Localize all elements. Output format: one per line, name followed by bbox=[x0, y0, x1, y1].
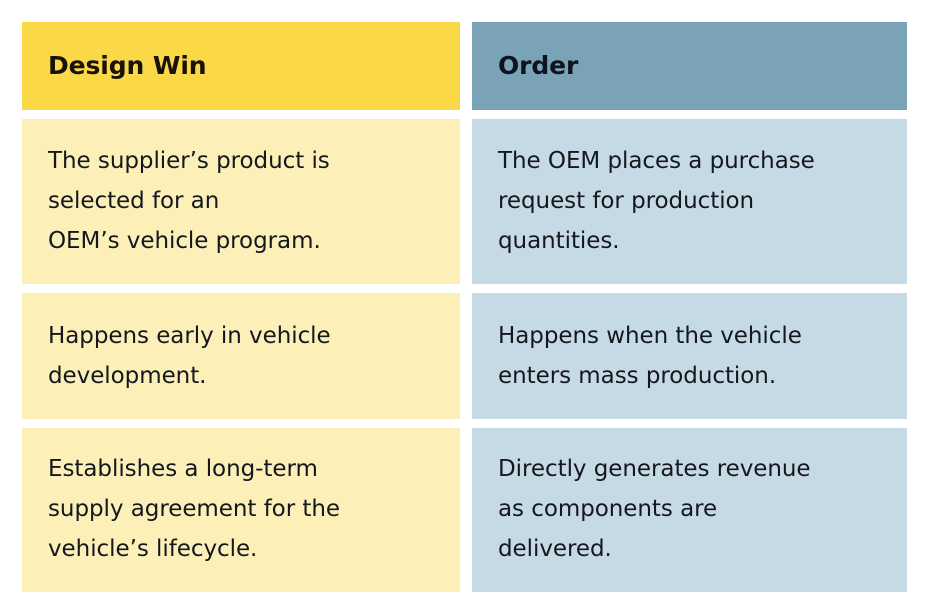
column-header-design-win-label: Design Win bbox=[48, 50, 207, 80]
column-header-design-win: Design Win bbox=[22, 22, 460, 110]
comparison-table: Design Win Order The supplier’s product … bbox=[22, 22, 907, 592]
table-cell-order-row-2: Happens when the vehicle enters mass pro… bbox=[472, 293, 907, 419]
table-cell-text: Directly generates revenue as components… bbox=[498, 456, 811, 562]
table-cell-design-win-row-2: Happens early in vehicle development. bbox=[22, 293, 460, 419]
column-header-order: Order bbox=[472, 22, 907, 110]
table-cell-design-win-row-3: Establishes a long-term supply agreement… bbox=[22, 428, 460, 592]
table-cell-text: Happens early in vehicle development. bbox=[48, 322, 331, 389]
table-cell-text: Happens when the vehicle enters mass pro… bbox=[498, 322, 802, 389]
table-cell-order-row-3: Directly generates revenue as components… bbox=[472, 428, 907, 592]
table-cell-text: The OEM places a purchase request for pr… bbox=[498, 147, 815, 254]
column-header-order-label: Order bbox=[498, 50, 579, 80]
table-grid: Design Win Order The supplier’s product … bbox=[22, 22, 907, 592]
table-cell-text: The supplier’s product is selected for a… bbox=[48, 147, 330, 254]
table-cell-design-win-row-1: The supplier’s product is selected for a… bbox=[22, 119, 460, 284]
table-cell-text: Establishes a long-term supply agreement… bbox=[48, 456, 340, 562]
table-cell-order-row-1: The OEM places a purchase request for pr… bbox=[472, 119, 907, 284]
